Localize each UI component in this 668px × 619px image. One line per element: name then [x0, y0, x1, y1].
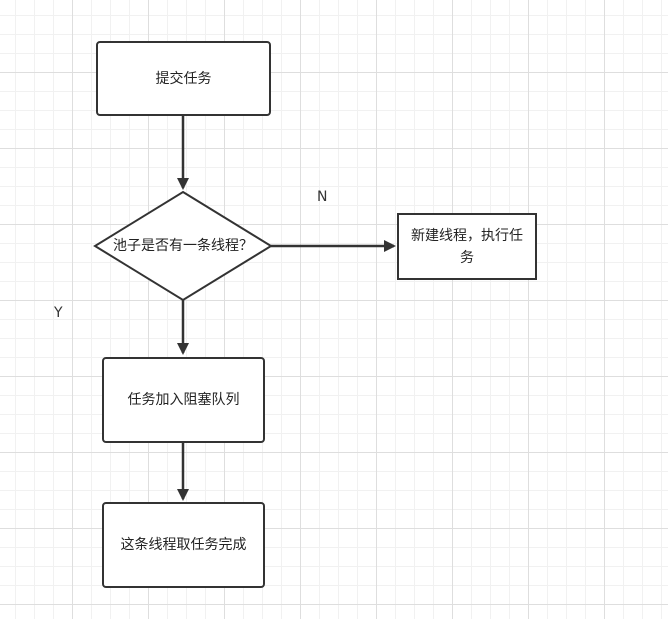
- edge-label-yes: Y: [54, 305, 63, 321]
- node-new-thread-label: 新建线程，执行任务: [411, 227, 523, 266]
- edge-label-no: N: [317, 189, 328, 205]
- decision-label-box: 池子是否有一条线程？: [110, 222, 256, 270]
- node-decision-label: 池子是否有一条线程？: [113, 238, 253, 254]
- node-new-thread: 新建线程，执行任务: [397, 213, 537, 280]
- node-enqueue: 任务加入阻塞队列: [102, 357, 265, 443]
- node-submit-task-label: 提交任务: [155, 70, 212, 87]
- node-submit-task: 提交任务: [96, 41, 271, 116]
- node-enqueue-label: 任务加入阻塞队列: [127, 392, 240, 408]
- node-thread-take: 这条线程取任务完成: [102, 502, 265, 588]
- node-thread-take-label: 这条线程取任务完成: [120, 537, 247, 553]
